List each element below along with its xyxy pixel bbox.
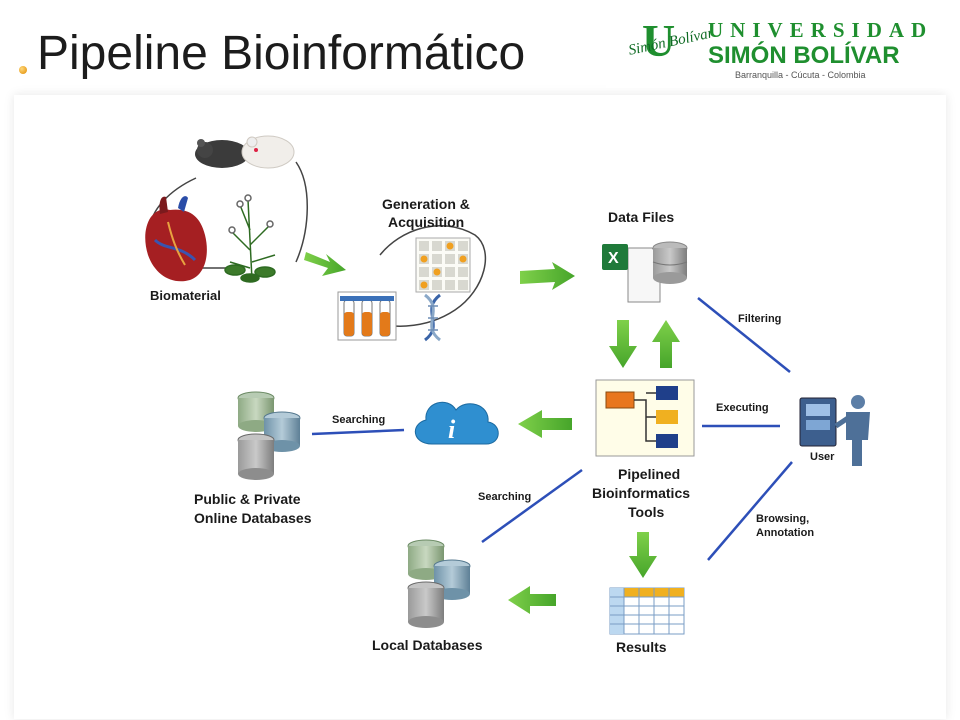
label-pipelined-line2: Bioinformatics xyxy=(592,485,690,501)
label-generation-line2: Acquisition xyxy=(388,214,464,230)
logo-cities: Barranquilla - Cúcuta - Colombia xyxy=(735,70,866,80)
label-biomaterial: Biomaterial xyxy=(150,288,221,303)
label-user: User xyxy=(810,451,835,463)
label-pipelined-line1: Pipelined xyxy=(618,466,680,482)
arrow-to-local-databases xyxy=(508,586,556,614)
mice-image xyxy=(195,135,295,169)
arrow-down-to-tools xyxy=(609,320,637,368)
label-searching-bottom: Searching xyxy=(478,491,531,503)
label-data-files: Data Files xyxy=(608,209,674,225)
test-tubes-icon xyxy=(337,291,397,341)
university-logo xyxy=(606,12,948,88)
info-cloud-icon: i xyxy=(415,401,499,445)
heart-icon xyxy=(145,196,207,282)
dna-icon xyxy=(424,293,441,342)
cycle-curve-right xyxy=(295,161,308,263)
searching-top-line xyxy=(311,428,405,436)
label-local-databases: Local Databases xyxy=(372,637,483,653)
pipelined-tools-icon xyxy=(595,379,695,457)
label-generation-line1: Generation & xyxy=(382,196,470,212)
generation-curve xyxy=(364,225,487,327)
browsing-line xyxy=(707,461,793,561)
svg-text:i: i xyxy=(448,415,456,444)
user-icon xyxy=(799,395,870,466)
searching-bottom-line xyxy=(481,468,583,544)
label-results: Results xyxy=(616,639,667,655)
public-databases-icon xyxy=(237,391,301,480)
label-pipelined-line3: Tools xyxy=(628,504,665,520)
logo-initial: U xyxy=(642,15,676,66)
label-executing: Executing xyxy=(716,402,769,414)
svg-text:X: X xyxy=(608,250,619,267)
arrow-to-data-files xyxy=(520,262,575,290)
logo-line-name: SIMÓN BOLÍVAR xyxy=(708,42,900,69)
logo-line-university: UNIVERSIDAD xyxy=(708,18,934,42)
arrow-up-to-data-files xyxy=(652,320,680,368)
results-table-icon xyxy=(609,587,685,635)
slide-title: Pipeline Bioinformático xyxy=(37,27,526,80)
label-searching-top: Searching xyxy=(332,414,385,426)
microarray-grid-icon xyxy=(415,237,471,293)
label-public-line1: Public & Private xyxy=(194,491,301,507)
arrow-to-generation xyxy=(304,252,346,276)
local-databases-icon xyxy=(407,539,471,628)
plant-icon xyxy=(224,194,276,283)
filtering-line xyxy=(697,297,791,373)
data-files-icon: X xyxy=(602,241,688,303)
arrow-to-cloud xyxy=(518,410,572,438)
label-browsing-line1: Browsing, xyxy=(756,513,809,525)
title-bullet-icon xyxy=(19,66,27,74)
arrow-down-to-results xyxy=(629,532,657,578)
label-public-line2: Online Databases xyxy=(194,510,312,526)
label-browsing-line2: Annotation xyxy=(756,527,814,539)
label-filtering: Filtering xyxy=(738,313,781,325)
